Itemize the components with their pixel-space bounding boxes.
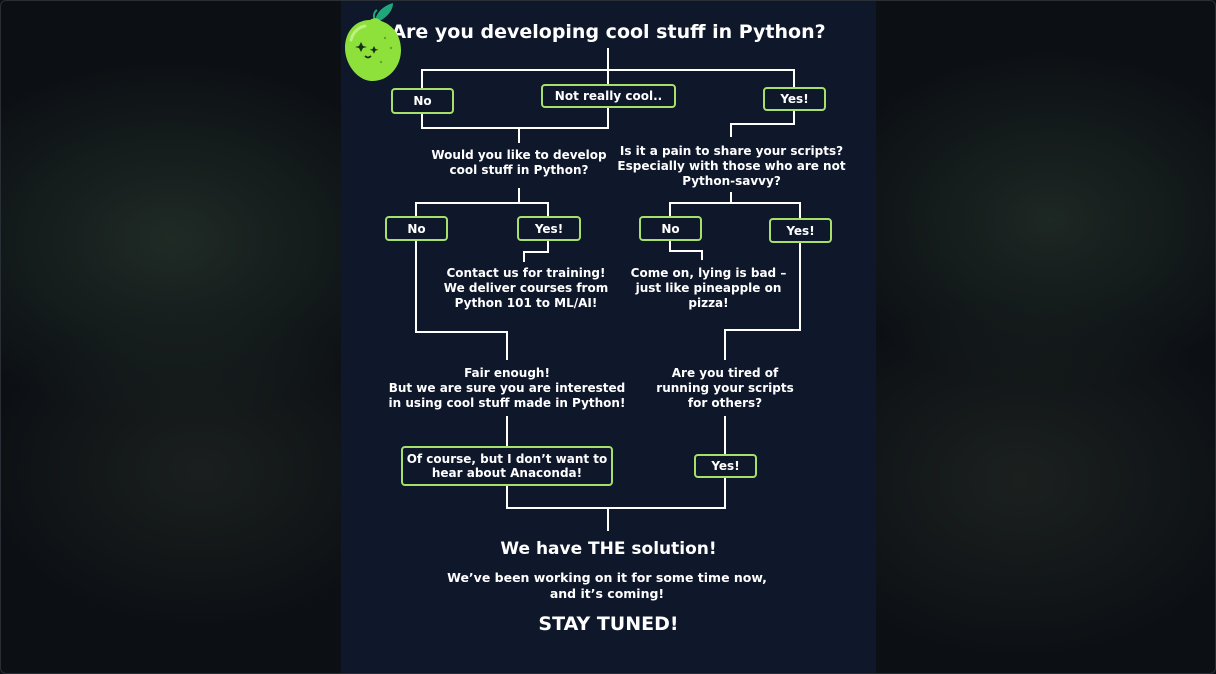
answer-anaconda-box: Of course, but I don’t want to hear abou… <box>401 446 613 486</box>
answer-not-really-cool-box: Not really cool.. <box>541 84 676 108</box>
answer-yes-develop-box: Yes! <box>517 216 581 241</box>
answer-yes-box: Yes! <box>763 87 826 111</box>
fair-enough-text: Fair enough! But we are sure you are int… <box>388 366 626 410</box>
connector-lines <box>415 48 801 531</box>
main-question-title: Are you developing cool stuff in Python? <box>391 21 826 43</box>
lime-mascot-icon <box>345 3 401 82</box>
answer-yes-pain-box: Yes! <box>769 218 832 243</box>
solution-heading: We have THE solution! <box>500 539 717 559</box>
working-on-it-text: We’ve been working on it for some time n… <box>447 570 767 601</box>
flowchart-poster: Are you developing cool stuff in Python?… <box>341 0 876 674</box>
stay-tuned-text: STAY TUNED! <box>538 613 679 635</box>
answer-no-develop-box: No <box>385 216 448 241</box>
question-tired-of-running: Are you tired of running your scripts fo… <box>656 366 794 410</box>
answer-no-pain-box: No <box>639 216 702 241</box>
lying-is-bad-text: Come on, lying is bad – just like pineap… <box>630 266 787 310</box>
answer-yes-tired-box: Yes! <box>694 454 757 478</box>
question-pain-to-share: Is it a pain to share your scripts? Espe… <box>617 144 846 188</box>
answer-no-box: No <box>391 88 454 114</box>
contact-for-training-text: Contact us for training! We deliver cour… <box>443 266 609 310</box>
question-would-like-to-develop: Would you like to develop cool stuff in … <box>431 148 607 177</box>
